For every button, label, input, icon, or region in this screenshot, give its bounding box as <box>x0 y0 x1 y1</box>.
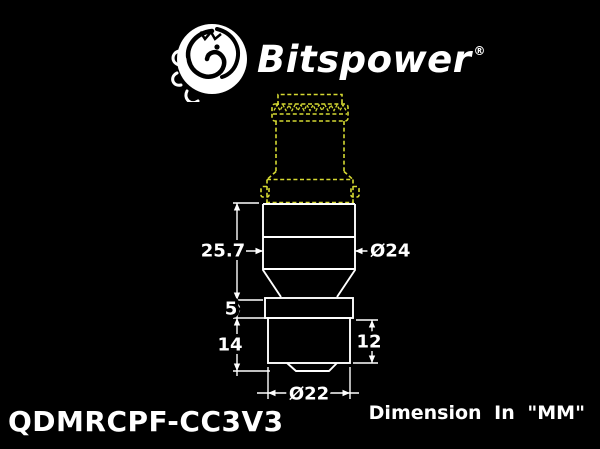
bitspower-dragon-icon <box>171 24 247 102</box>
dim-label-lower-right-height: 12 <box>356 332 381 353</box>
coupling-body-outline <box>262 203 356 372</box>
registered-mark: ® <box>473 43 487 58</box>
dimension-unit-note: Dimension In "MM" <box>368 402 585 424</box>
brand-name-text: Bitspower <box>257 38 472 81</box>
dim-label-lower-height: 14 <box>217 335 242 356</box>
dim-label-lower-diameter: Ø22 <box>289 384 329 405</box>
dim-label-upper-diameter: Ø24 <box>370 241 410 262</box>
brand-name: Bitspower® <box>257 38 487 81</box>
phantom-plug-outline <box>260 93 360 204</box>
product-code: QDMRCPF-CC3V3 <box>8 405 284 438</box>
dim-label-collar-height: 5 <box>225 299 238 320</box>
dim-label-upper-height: 25.7 <box>201 241 245 262</box>
dimension-annotations: 25.7 5 14 12 Ø24 Ø22 <box>197 202 414 408</box>
